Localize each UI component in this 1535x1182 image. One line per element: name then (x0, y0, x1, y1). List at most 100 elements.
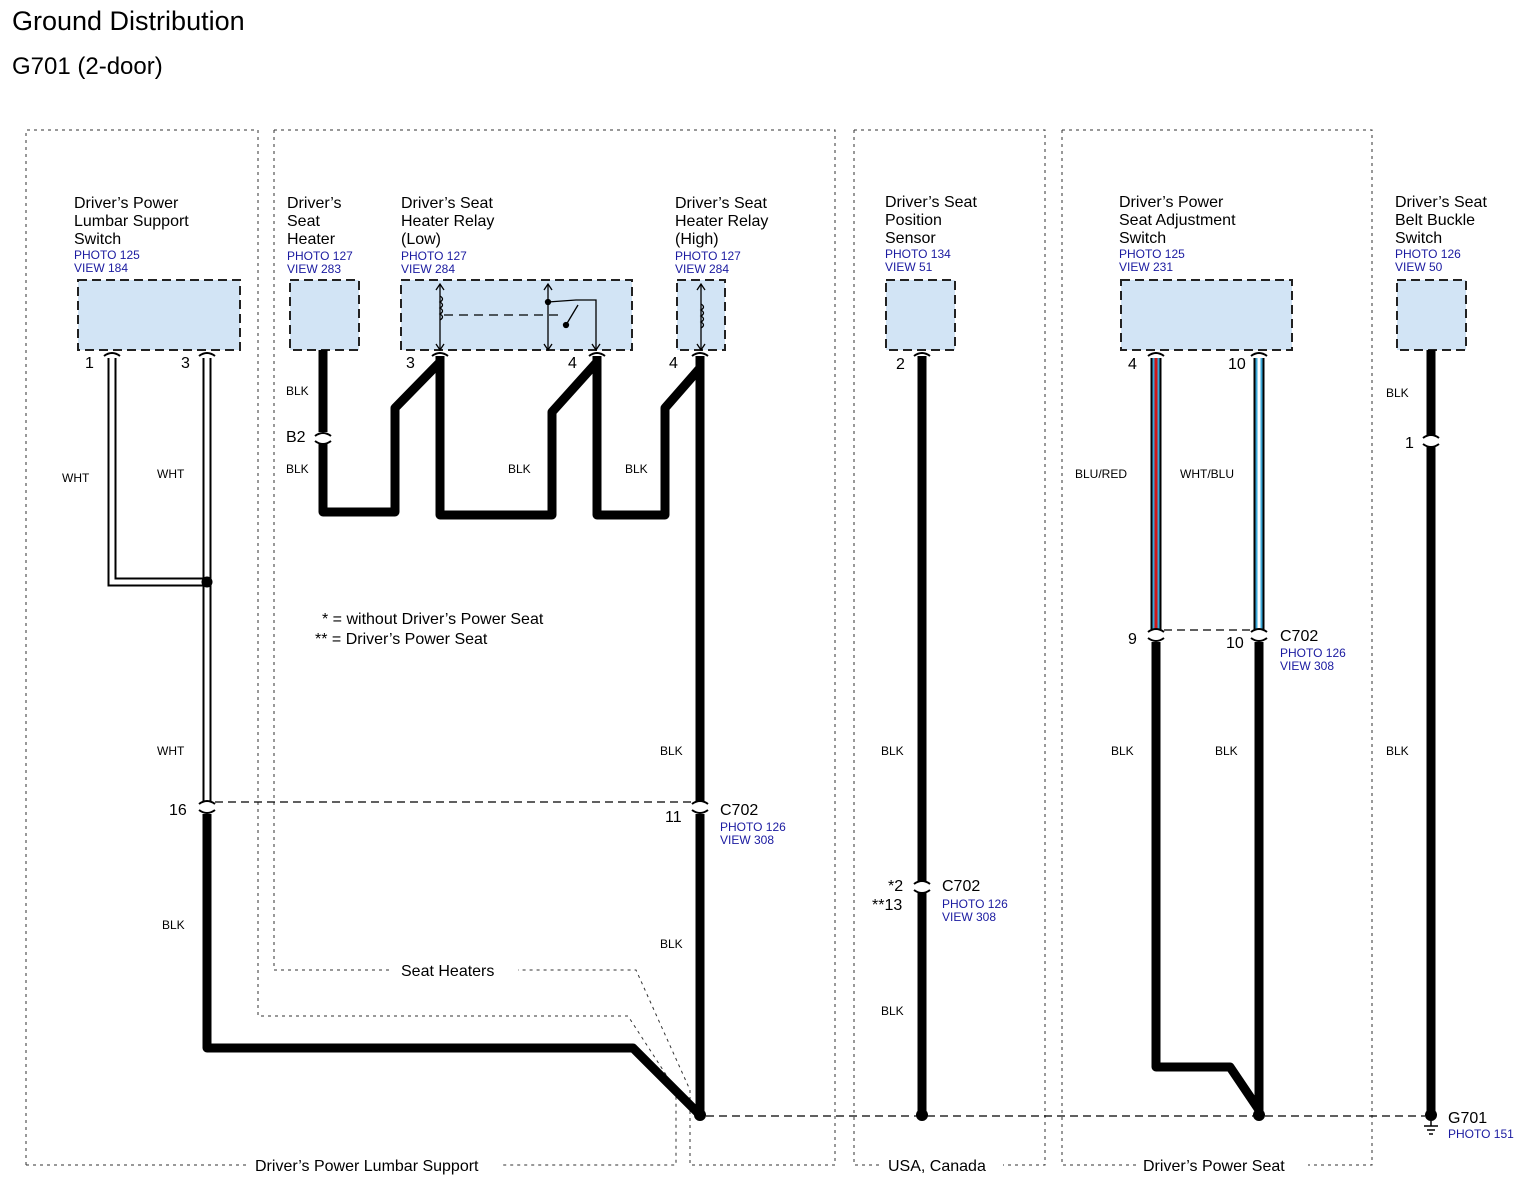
svg-text:Heater: Heater (287, 231, 336, 248)
seat-heater-label: Driver’s Seat Heater PHOTO 127 VIEW 283 (287, 195, 353, 276)
svg-text:VIEW 284: VIEW 284 (401, 262, 455, 276)
adjust-switch-label: Driver’s Power Seat Adjustment Switch PH… (1119, 194, 1236, 274)
page-subtitle: G701 (2-door) (12, 53, 163, 80)
section-lumbar-label: Driver’s Power Lumbar Support (255, 1158, 479, 1175)
svg-text:VIEW 184: VIEW 184 (74, 261, 128, 275)
pin-label: 4 (669, 355, 678, 372)
pin-label: *2 (888, 878, 903, 895)
svg-text:VIEW 308: VIEW 308 (942, 910, 996, 924)
pin-label: **13 (872, 897, 902, 914)
svg-text:PHOTO 126: PHOTO 126 (1395, 247, 1461, 261)
svg-text:Driver’s Power: Driver’s Power (74, 195, 179, 212)
wire-low4-to-high4[interactable] (592, 356, 704, 520)
wire-color-label: WHT (157, 467, 185, 481)
relay-high-label: Driver’s Seat Heater Relay (High) PHOTO … (675, 195, 768, 276)
svg-text:VIEW 308: VIEW 308 (720, 833, 774, 847)
svg-text:G701: G701 (1448, 1110, 1487, 1127)
svg-text:(High): (High) (675, 231, 719, 248)
svg-text:Driver’s Power: Driver’s Power (1119, 194, 1224, 211)
connector-c702-b-label: C702 PHOTO 126 VIEW 308 (942, 878, 1008, 924)
svg-text:Sensor: Sensor (885, 230, 936, 247)
svg-text:Switch: Switch (1119, 230, 1166, 247)
wire-heater-to-low3[interactable] (318, 358, 444, 517)
connector-c702-c-label: C702 PHOTO 126 VIEW 308 (1280, 628, 1346, 673)
svg-text:PHOTO 126: PHOTO 126 (942, 897, 1008, 911)
adjust-switch-box[interactable] (1120, 279, 1293, 351)
svg-text:Driver’s Seat: Driver’s Seat (1395, 194, 1487, 211)
svg-text:C702: C702 (720, 802, 758, 819)
connector-c702-a-label: C702 PHOTO 126 VIEW 308 (720, 802, 786, 847)
wire-color-label: BLK (162, 918, 185, 932)
svg-text:VIEW 283: VIEW 283 (287, 262, 341, 276)
svg-text:PHOTO 125: PHOTO 125 (74, 248, 140, 262)
wire-color-label: WHT (62, 471, 90, 485)
svg-text:PHOTO 126: PHOTO 126 (720, 820, 786, 834)
section-borders (25, 129, 1373, 1166)
svg-text:VIEW 51: VIEW 51 (885, 260, 933, 274)
svg-text:Heater Relay: Heater Relay (675, 213, 768, 230)
relay-high-coil-icon (696, 282, 706, 352)
page-title: Ground Distribution (12, 6, 245, 36)
wire-color-label: BLK (1386, 744, 1409, 758)
svg-text:Seat: Seat (287, 213, 320, 230)
wire-lumbar-blk[interactable] (202, 814, 704, 1119)
wire-color-label: BLK (1215, 744, 1238, 758)
pin-label: 4 (1128, 356, 1137, 373)
wire-color-label: BLU/RED (1075, 467, 1127, 481)
pin-label: 11 (665, 809, 682, 826)
note-single-asterisk: * = without Driver’s Power Seat (322, 611, 544, 628)
lumbar-switch-label: Driver’s Power Lumbar Support Switch PHO… (74, 195, 189, 275)
svg-text:PHOTO 127: PHOTO 127 (675, 249, 741, 263)
buckle-switch-box[interactable] (1396, 279, 1467, 351)
svg-text:Belt Buckle: Belt Buckle (1395, 212, 1475, 229)
wire-lumbar-wht[interactable] (107, 358, 212, 802)
pin-label: 3 (181, 355, 190, 372)
relay-low-box[interactable] (400, 279, 633, 351)
wire-color-label: BLK (508, 462, 531, 476)
svg-text:Heater Relay: Heater Relay (401, 213, 494, 230)
svg-text:Seat Adjustment: Seat Adjustment (1119, 212, 1236, 229)
svg-text:PHOTO 127: PHOTO 127 (287, 249, 353, 263)
svg-text:Position: Position (885, 212, 942, 229)
wire-adj-9-blk[interactable] (1151, 642, 1263, 1113)
splice-point (201, 576, 213, 588)
position-sensor-box[interactable] (885, 279, 956, 351)
ground-splice-dot (916, 1109, 928, 1121)
svg-text:Driver’s Seat: Driver’s Seat (401, 195, 493, 212)
wire-color-label: BLK (1111, 744, 1134, 758)
section-usa-label: USA, Canada (888, 1158, 986, 1175)
wire-color-label: BLK (286, 384, 309, 398)
pin-label: 9 (1128, 631, 1137, 648)
pin-label: 3 (406, 355, 415, 372)
svg-text:C702: C702 (942, 878, 980, 895)
note-double-asterisk: ** = Driver’s Power Seat (315, 631, 488, 648)
connector-pin-markers (103, 352, 1440, 894)
lumbar-switch-box[interactable] (77, 279, 241, 351)
wire-color-label: BLK (660, 937, 683, 951)
svg-text:PHOTO 134: PHOTO 134 (885, 247, 951, 261)
section-heaters-label: Seat Heaters (401, 963, 494, 980)
svg-text:Driver’s Seat: Driver’s Seat (885, 194, 977, 211)
svg-text:VIEW 231: VIEW 231 (1119, 260, 1173, 274)
svg-text:VIEW 50: VIEW 50 (1395, 260, 1443, 274)
pin-label: B2 (286, 429, 306, 446)
wire-low3-to-low4[interactable] (435, 356, 601, 520)
svg-text:C702: C702 (1280, 628, 1318, 645)
wire-color-label: BLK (625, 462, 648, 476)
svg-text:VIEW 308: VIEW 308 (1280, 659, 1334, 673)
svg-text:Switch: Switch (1395, 230, 1442, 247)
position-sensor-label: Driver’s Seat Position Sensor PHOTO 134 … (885, 194, 977, 274)
wire-color-label: BLK (660, 744, 683, 758)
buckle-switch-label: Driver’s Seat Belt Buckle Switch PHOTO 1… (1395, 194, 1487, 274)
svg-text:(Low): (Low) (401, 231, 441, 248)
pin-label: 1 (85, 355, 94, 372)
section-power-seat-label: Driver’s Power Seat (1143, 1158, 1285, 1175)
ground-splice-dot (1253, 1109, 1265, 1121)
seat-heater-box[interactable] (289, 279, 360, 351)
pin-label: 10 (1226, 635, 1244, 652)
pin-label: 10 (1228, 356, 1246, 373)
svg-text:PHOTO 125: PHOTO 125 (1119, 247, 1185, 261)
pin-label: 16 (169, 802, 187, 819)
svg-text:PHOTO 151: PHOTO 151 (1448, 1127, 1514, 1141)
